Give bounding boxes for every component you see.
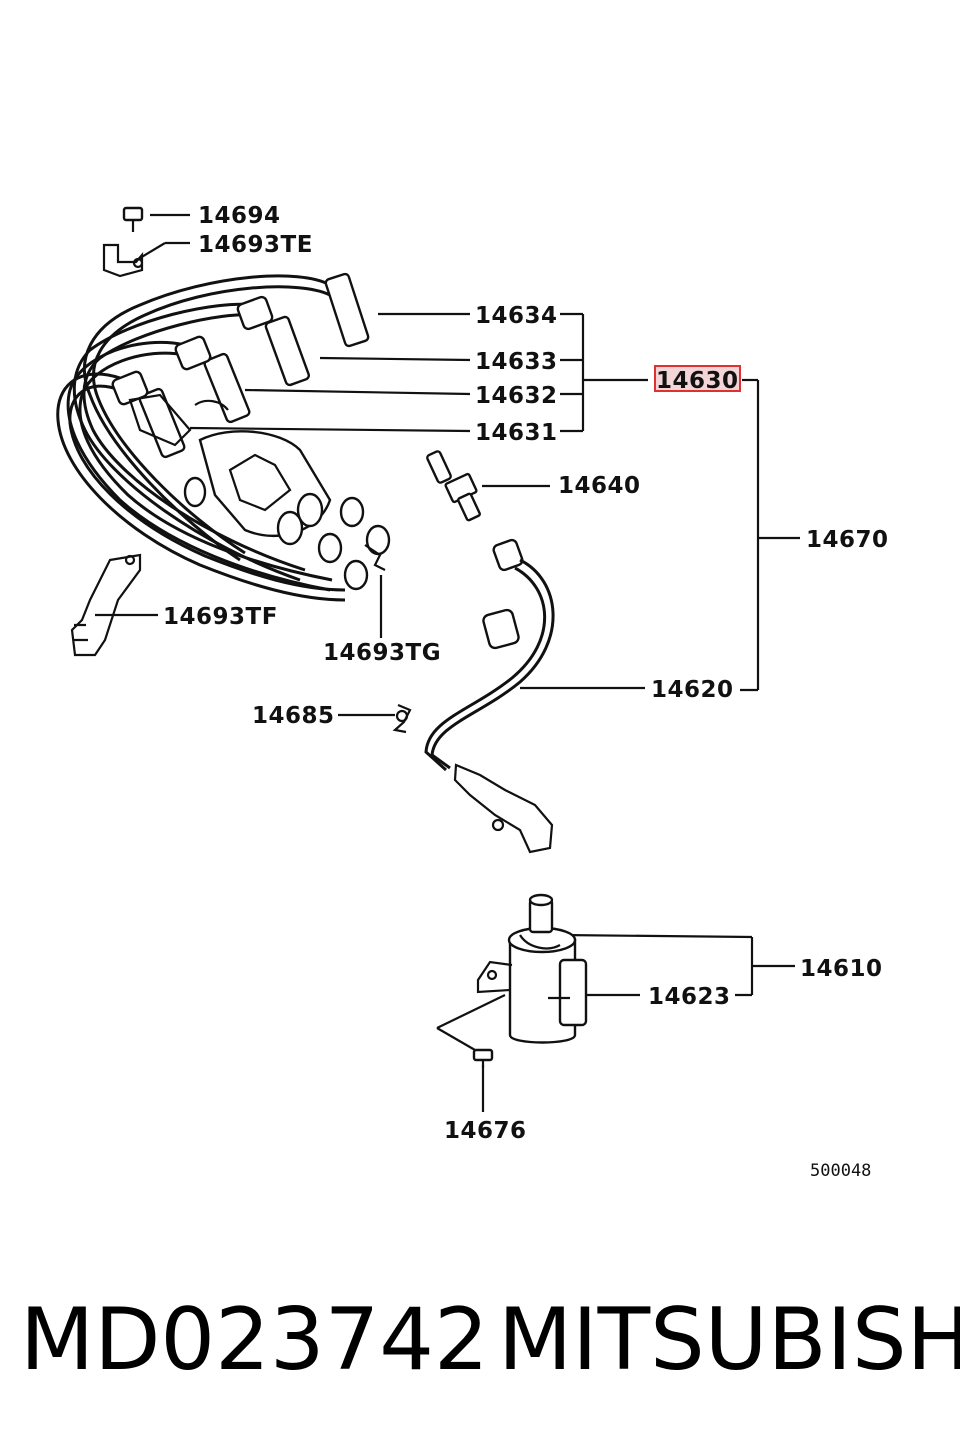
label-14694[interactable]: 14694 xyxy=(198,203,281,229)
label-14631[interactable]: 14631 xyxy=(475,420,558,446)
part-labels: 14694 14693TE 14634 14633 14632 14631 14… xyxy=(163,203,889,1181)
bolt-14676-drawing xyxy=(472,1048,494,1068)
clip-14685-drawing xyxy=(392,703,412,734)
label-14676[interactable]: 14676 xyxy=(444,1118,527,1144)
reference-code: 500048 xyxy=(810,1161,871,1181)
distributor-drawing xyxy=(128,393,332,546)
label-14693TG[interactable]: 14693TG xyxy=(323,640,441,666)
label-14620[interactable]: 14620 xyxy=(651,677,734,703)
label-14633[interactable]: 14633 xyxy=(475,349,558,375)
label-14693TF[interactable]: 14693TF xyxy=(163,604,278,630)
coil-cable-14620-drawing xyxy=(424,538,555,854)
spark-plug-cables-drawing xyxy=(56,272,370,602)
spark-plug-14640-drawing xyxy=(426,450,481,522)
label-14685[interactable]: 14685 xyxy=(252,703,335,729)
label-14632[interactable]: 14632 xyxy=(475,383,558,409)
footer: MD023742 MITSUBISHI xyxy=(0,1290,960,1400)
ignition-coil-14610-drawing xyxy=(476,893,588,1044)
brand-name: MITSUBISHI xyxy=(498,1290,960,1390)
label-14670[interactable]: 14670 xyxy=(806,527,889,553)
label-14693TE[interactable]: 14693TE xyxy=(198,232,313,258)
part-number: MD023742 xyxy=(20,1290,489,1390)
cable-holder-14693TG-drawing xyxy=(317,496,391,591)
label-14623[interactable]: 14623 xyxy=(648,984,731,1010)
leader-lines xyxy=(95,213,800,1112)
label-14634[interactable]: 14634 xyxy=(475,303,558,329)
label-14630[interactable]: 14630 xyxy=(656,368,739,394)
label-14610[interactable]: 14610 xyxy=(800,956,883,982)
bolt-14694-drawing xyxy=(122,206,144,232)
highlight-box-14630 xyxy=(654,365,741,392)
label-14640[interactable]: 14640 xyxy=(558,473,641,499)
bracket-14693TF-drawing xyxy=(70,553,142,657)
clamp-14693TE-drawing xyxy=(102,243,144,278)
